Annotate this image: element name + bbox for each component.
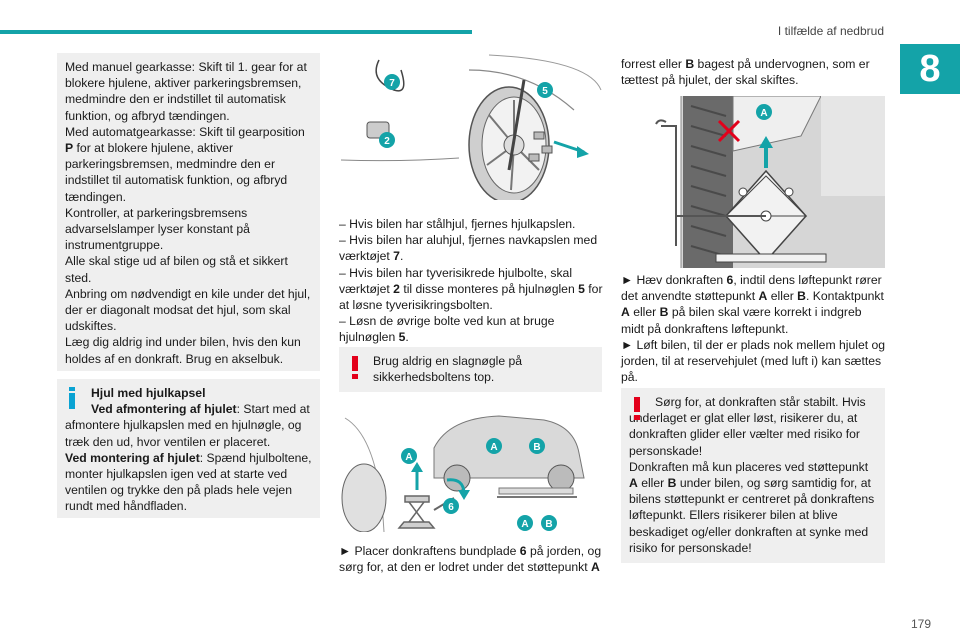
- info-icon: [68, 387, 76, 409]
- warning-lamp-text: Kontroller, at parkeringsbremsens advars…: [65, 205, 250, 253]
- header-accent-bar: [0, 30, 472, 34]
- section-title: I tilfælde af nedbrud: [777, 24, 884, 38]
- automatic-gearbox-text: Med automatgearkasse: Skift til gearposi…: [65, 124, 305, 204]
- exit-vehicle-text: Alle skal stige ud af bilen og stå et si…: [65, 254, 288, 285]
- page-number: 179: [911, 617, 932, 631]
- support-point-continuation: forrest eller B bagest på undervognen, s…: [621, 57, 870, 88]
- callout-6: 6: [448, 502, 454, 513]
- warning-jack-stability: Sørg for, at donkraften står stabilt. Hv…: [621, 388, 885, 563]
- mount-text: Ved montering af hjulet: Spænd hjulbolte…: [65, 450, 312, 514]
- axle-stand-text: Læg dig aldrig ind under bilen, hvis den…: [65, 335, 301, 366]
- lift-car-step: ► Løft bilen, til der er plads nok melle…: [621, 337, 886, 385]
- lift-steps: ► Hæv donkraften 6, indtil dens løftepun…: [621, 272, 887, 385]
- warning-icon: [634, 397, 640, 420]
- callout-car-a: A: [490, 442, 497, 453]
- callout-jack-a: A: [405, 452, 412, 463]
- step-alloy-wheel: – Hvis bilen har aluhjul, fjernes navkap…: [339, 233, 598, 264]
- info-box-title: Hjul med hjulkapsel: [91, 386, 206, 400]
- warning-icon: [352, 356, 358, 379]
- removal-text: Ved afmontering af hjulet: Start med at …: [65, 402, 310, 449]
- callout-2: 2: [384, 136, 390, 147]
- warning-support-text: Donkraften må kun placeres ved støttepun…: [629, 459, 875, 555]
- callout-7: 7: [389, 78, 395, 89]
- callout-5: 5: [542, 86, 548, 97]
- wheel-bolts-illustration: 7 5 2: [339, 50, 603, 204]
- warning-stability-text: Sørg for, at donkraften står stabilt. Hv…: [629, 395, 866, 458]
- callout-underbody-a: A: [521, 519, 528, 530]
- place-jack-step: ► Placer donkraftens bundplade 6 på jord…: [339, 544, 602, 575]
- jack-lifting-illustration: A: [621, 95, 885, 268]
- step-steel-wheel: – Hvis bilen har stålhjul, fjernes hjulk…: [339, 217, 576, 231]
- warning-impact-text: Brug aldrig en slagnøgle på sikkerhedsbo…: [373, 354, 523, 385]
- step-anti-theft: – Hvis bilen har tyverisikrede hjulbolte…: [339, 265, 603, 313]
- chapter-badge: 8: [900, 44, 960, 94]
- info-box-hubcap: Hjul med hjulkapsel Ved afmontering af h…: [57, 379, 320, 518]
- callout-underbody-b: B: [545, 519, 552, 530]
- warning-impact-wrench: Brug aldrig en slagnøgle på sikkerhedsbo…: [339, 347, 602, 392]
- wheel-removal-steps: – Hvis bilen har stålhjul, fjernes hjulk…: [339, 216, 605, 346]
- raise-jack-step: ► Hæv donkraften 6, indtil dens løftepun…: [621, 273, 884, 336]
- step-loosen-bolts: – Løsn de øvrige bolte ved kun at bruge …: [339, 314, 555, 345]
- callout-car-b: B: [533, 442, 540, 453]
- intro-box: Med manuel gearkasse: Skift til 1. gear …: [57, 53, 320, 371]
- manual-gearbox-text: Med manuel gearkasse: Skift til 1. gear …: [65, 60, 307, 123]
- callout-lift-a: A: [760, 108, 767, 119]
- wheel-chock-text: Anbring om nødvendigt en kile under det …: [65, 286, 311, 334]
- jack-placement-illustration: A B A 6 A B: [339, 398, 603, 533]
